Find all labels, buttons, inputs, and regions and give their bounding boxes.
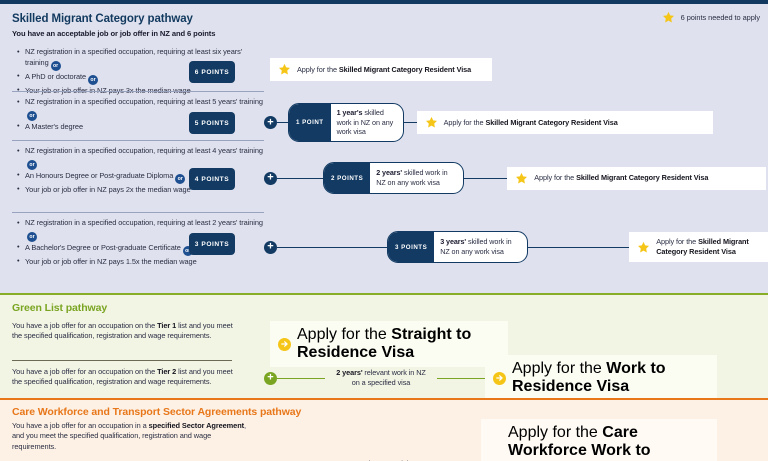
- outcome-box-0: Apply for the Skilled Migrant Category R…: [270, 58, 492, 81]
- smc-criteria-column: Skilled Migrant Category pathway You hav…: [12, 8, 264, 293]
- points-needed-label: 6 points needed to apply: [680, 13, 760, 22]
- plus-icon: +: [264, 171, 277, 185]
- criteria-text: A Bachelor's Degree or Post-graduate Cer…: [25, 242, 181, 252]
- criteria-item: NZ registration in a specified occupatio…: [16, 97, 264, 121]
- criteria-text: NZ registration in a specified occupatio…: [25, 218, 263, 227]
- criteria-text: NZ registration in a specified occupatio…: [25, 97, 263, 106]
- pill-points-label: 2 POINTS: [324, 163, 371, 193]
- or-badge: or: [27, 159, 37, 170]
- criteria-text: Your job or job offer in NZ pays 2x the …: [25, 184, 191, 194]
- criteria-text: A Master's degree: [25, 121, 83, 131]
- green-list-para-tier2: You have a job offer for an occupation o…: [12, 367, 233, 387]
- criteria-item: Your job or job offer in NZ pays 2x the …: [16, 184, 264, 196]
- criteria-group-5-points: NZ registration in a specified occupatio…: [12, 91, 264, 133]
- points-badge-3: 3 POINTS: [189, 233, 235, 255]
- or-badge: or: [27, 231, 37, 242]
- outcome-label-green-1: Apply for the Work to Residence Visa: [512, 360, 666, 395]
- outcome-label-2: Apply for the Skilled Migrant Category R…: [534, 173, 709, 183]
- criteria-text: NZ registration in a specified occupatio…: [25, 47, 243, 67]
- criteria-item: NZ registration in a specified occupatio…: [16, 218, 264, 242]
- pill-text: 1 year's skilled work in NZ on any work …: [336, 108, 394, 137]
- outcome-label-1: Apply for the Skilled Migrant Category R…: [443, 117, 618, 127]
- criteria-text: Your job or job offer in NZ pays 3x the …: [25, 85, 191, 95]
- criteria-item: Your job or job offer in NZ pays 3x the …: [16, 85, 264, 97]
- green-list-para-tier1: You have a job offer for an occupation o…: [12, 321, 233, 341]
- or-badge: or: [175, 173, 186, 184]
- criteria-text: NZ registration in a specified occupatio…: [25, 146, 263, 155]
- green-list-section: Green List pathway You have a job offer …: [0, 293, 768, 401]
- outcome-label-0: Apply for the Skilled Migrant Category R…: [297, 64, 472, 74]
- criteria-group-4-points: NZ registration in a specified occupatio…: [12, 140, 264, 196]
- outcome-label-green-0: Apply for the Straight to Residence Visa: [297, 326, 472, 361]
- outcome-label-3: Apply for the Skilled Migrant Category R…: [656, 237, 749, 256]
- care-workforce-title: Care Workforce and Transport Sector Agre…: [12, 406, 302, 418]
- or-badge: or: [182, 245, 193, 256]
- pill-1-point: 1 POINT 1 year's skilled work in NZ on a…: [288, 103, 404, 142]
- points-badge-5: 5 POINTS: [189, 112, 235, 134]
- plus-icon: +: [264, 371, 277, 385]
- arrow-right-icon: [278, 337, 291, 351]
- outcome-box-2: Apply for the Skilled Migrant Category R…: [507, 166, 767, 190]
- or-badge: or: [88, 74, 99, 85]
- pill-points-label: 1 POINT: [289, 104, 331, 141]
- criteria-item: NZ registration in a specified occupatio…: [16, 146, 264, 170]
- criteria-text: Your job or job offer in NZ pays 1.5x th…: [25, 256, 197, 266]
- green-divider: [12, 360, 232, 361]
- criteria-item: NZ registration in a specified occupatio…: [16, 47, 264, 71]
- pill-3-points: 3 POINTS 3 years' skilled work in NZ on …: [387, 231, 529, 263]
- pill-text: 3 years' skilled work in NZ on any work …: [440, 237, 512, 256]
- star-icon: [279, 63, 290, 75]
- points-needed-note: 6 points needed to apply: [662, 11, 760, 24]
- points-badge-6: 6 POINTS: [189, 61, 235, 83]
- outcome-box-green-0: Apply for the Straight to Residence Visa: [270, 321, 508, 367]
- criteria-item: A Bachelor's Degree or Post-graduate Cer…: [16, 242, 264, 256]
- pill-points-label: 3 POINTS: [388, 232, 435, 262]
- outcome-box-care: Apply for the Care Workforce Work to Res…: [481, 419, 717, 461]
- green-flow-row-0: Apply for the Straight to Residence Visa: [270, 321, 508, 367]
- criteria-group-3-points: NZ registration in a specified occupatio…: [12, 212, 264, 268]
- mid-label-green: 2 years' relevant work in NZ on a specif…: [336, 368, 426, 387]
- star-icon: [516, 172, 528, 183]
- points-badge-4: 4 POINTS: [189, 168, 235, 190]
- skilled-migrant-section: 6 points needed to apply Skilled Migrant…: [0, 0, 768, 293]
- pill-text: 2 years' skilled work in NZ on any work …: [376, 168, 448, 187]
- smc-flow-row-0: Apply for the Skilled Migrant Category R…: [270, 58, 492, 81]
- criteria-text: An Honours Degree or Post-graduate Diplo…: [25, 170, 174, 180]
- smc-flow-row-3: + 3 POINTS 3 years' skilled work in NZ o…: [264, 231, 768, 263]
- star-icon: [662, 11, 674, 23]
- smc-flow-row-1: + 1 POINT 1 year's skilled work in NZ on…: [264, 103, 713, 142]
- mid-label-care: 2 years' relevant work in NZ on a specif…: [323, 459, 435, 461]
- criteria-group-6-points: NZ registration in a specified occupatio…: [12, 42, 264, 97]
- green-list-title: Green List pathway: [12, 302, 108, 314]
- or-badge: or: [27, 110, 37, 121]
- or-badge: or: [50, 60, 61, 71]
- criteria-item: An Honours Degree or Post-graduate Diplo…: [16, 170, 264, 184]
- star-icon: [425, 116, 437, 128]
- criteria-item: A Master's degree: [16, 121, 264, 133]
- care-workforce-para: You have a job offer for an occupation i…: [12, 421, 246, 451]
- criteria-text: A PhD or doctorate: [25, 71, 87, 81]
- smc-title: Skilled Migrant Category pathway: [12, 13, 193, 25]
- care-flow-row: + 2 years' relevant work in NZ on a spec…: [264, 419, 717, 461]
- star-icon: [638, 241, 650, 252]
- pill-2-points: 2 POINTS 2 years' skilled work in NZ on …: [323, 162, 465, 194]
- outcome-label-care: Apply for the Care Workforce Work to Res…: [508, 424, 651, 461]
- green-flow-row-1: + 2 years' relevant work in NZ on a spec…: [264, 355, 717, 401]
- outcome-box-3: Apply for the Skilled Migrant Category R…: [629, 232, 768, 262]
- smc-flow-row-2: + 2 POINTS 2 years' skilled work in NZ o…: [264, 162, 767, 194]
- outcome-box-green-1: Apply for the Work to Residence Visa: [485, 355, 717, 401]
- arrow-right-icon: [493, 371, 506, 385]
- plus-icon: +: [264, 240, 277, 254]
- plus-icon: +: [264, 116, 277, 129]
- smc-subtitle: You have an acceptable job or job offer …: [12, 29, 216, 38]
- outcome-box-1: Apply for the Skilled Migrant Category R…: [416, 111, 713, 134]
- criteria-item: Your job or job offer in NZ pays 1.5x th…: [16, 256, 264, 268]
- care-workforce-section: Care Workforce and Transport Sector Agre…: [0, 398, 768, 461]
